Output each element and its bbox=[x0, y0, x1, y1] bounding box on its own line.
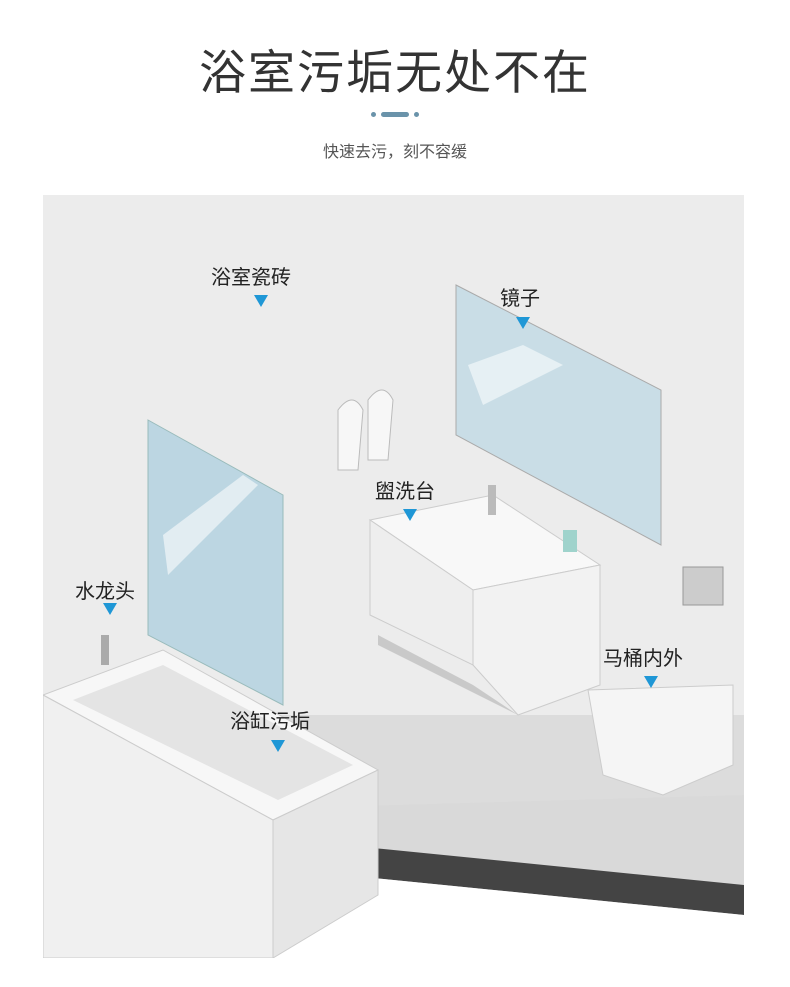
marker-faucet bbox=[103, 603, 117, 615]
title-divider bbox=[371, 112, 419, 118]
bathroom-illustration: 浴室瓷砖 镜子 盥洗台 水龙头 浴缸污垢 马桶内外 bbox=[41, 195, 744, 959]
marker-tiles bbox=[254, 295, 268, 307]
marker-bathtub bbox=[271, 740, 285, 752]
label-basin: 盥洗台 bbox=[375, 479, 435, 503]
label-mirror: 镜子 bbox=[500, 286, 540, 310]
subtitle: 快速去污，刻不容缓 bbox=[322, 142, 467, 161]
marker-mirror bbox=[516, 317, 530, 329]
label-toilet: 马桶内外 bbox=[603, 646, 683, 670]
label-tiles: 浴室瓷砖 bbox=[211, 265, 291, 289]
label-faucet: 水龙头 bbox=[75, 579, 135, 603]
marker-basin bbox=[403, 509, 417, 521]
page-title: 浴室污垢无处不在 bbox=[199, 46, 591, 101]
marker-toilet bbox=[644, 676, 658, 688]
label-bathtub: 浴缸污垢 bbox=[230, 709, 310, 733]
